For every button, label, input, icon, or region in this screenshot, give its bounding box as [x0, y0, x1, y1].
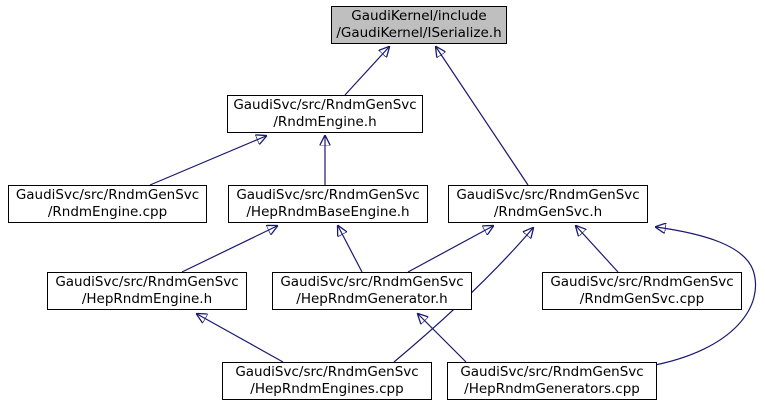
- edge-heprndmengs-cpp-to-rndmgensvc-h: [393, 228, 533, 363]
- edge-heprndmgens-cpp-to-rndmgensvc-h: [649, 227, 757, 367]
- node-heprndmbaseengine-h[interactable]: GaudiSvc/src/RndmGenSvc /HepRndmBaseEngi…: [228, 185, 428, 223]
- edge-rndmengine-h-to-iserialize: [344, 47, 389, 96]
- node-heprndmengine-h[interactable]: GaudiSvc/src/RndmGenSvc /HepRndmEngine.h: [47, 272, 247, 310]
- node-heprndmengines-cpp[interactable]: GaudiSvc/src/RndmGenSvc /HepRndmEngines.…: [222, 362, 432, 400]
- edge-rndmengine-cpp-to-rndmengine-h: [149, 136, 266, 186]
- node-iserialize-h: GaudiKernel/include /GaudiKernel/ISerial…: [331, 6, 507, 44]
- node-heprndmgenerator-h[interactable]: GaudiSvc/src/RndmGenSvc /HepRndmGenerato…: [272, 272, 472, 310]
- edge-heprndmengs-cpp-to-heprndmengine-h: [197, 314, 284, 363]
- edge-heprndmgen-h-to-rndmgensvc-h: [407, 226, 493, 273]
- edge-rndmgensvc-h-to-iserialize: [436, 47, 529, 186]
- node-rndmgensvc-cpp[interactable]: GaudiSvc/src/RndmGenSvc /RndmGenSvc.cpp: [542, 272, 742, 310]
- node-rndmengine-h[interactable]: GaudiSvc/src/RndmGenSvc /RndmEngine.h: [227, 95, 423, 133]
- edge-rndmgensvc-cpp-to-rndmgensvc-h: [576, 226, 619, 273]
- node-rndmengine-cpp[interactable]: GaudiSvc/src/RndmGenSvc /RndmEngine.cpp: [8, 185, 207, 223]
- edge-heprndmengine-h-to-heprndmbase-h: [181, 226, 277, 273]
- edge-heprndmgens-cpp-to-heprndmgen-h: [418, 314, 467, 363]
- node-rndmgensvc-h[interactable]: GaudiSvc/src/RndmGenSvc /RndmGenSvc.h: [448, 185, 648, 223]
- node-heprndmgenerators-cpp[interactable]: GaudiSvc/src/RndmGenSvc /HepRndmGenerato…: [447, 362, 657, 400]
- edge-heprndmgen-h-to-heprndmbase-h: [338, 226, 363, 273]
